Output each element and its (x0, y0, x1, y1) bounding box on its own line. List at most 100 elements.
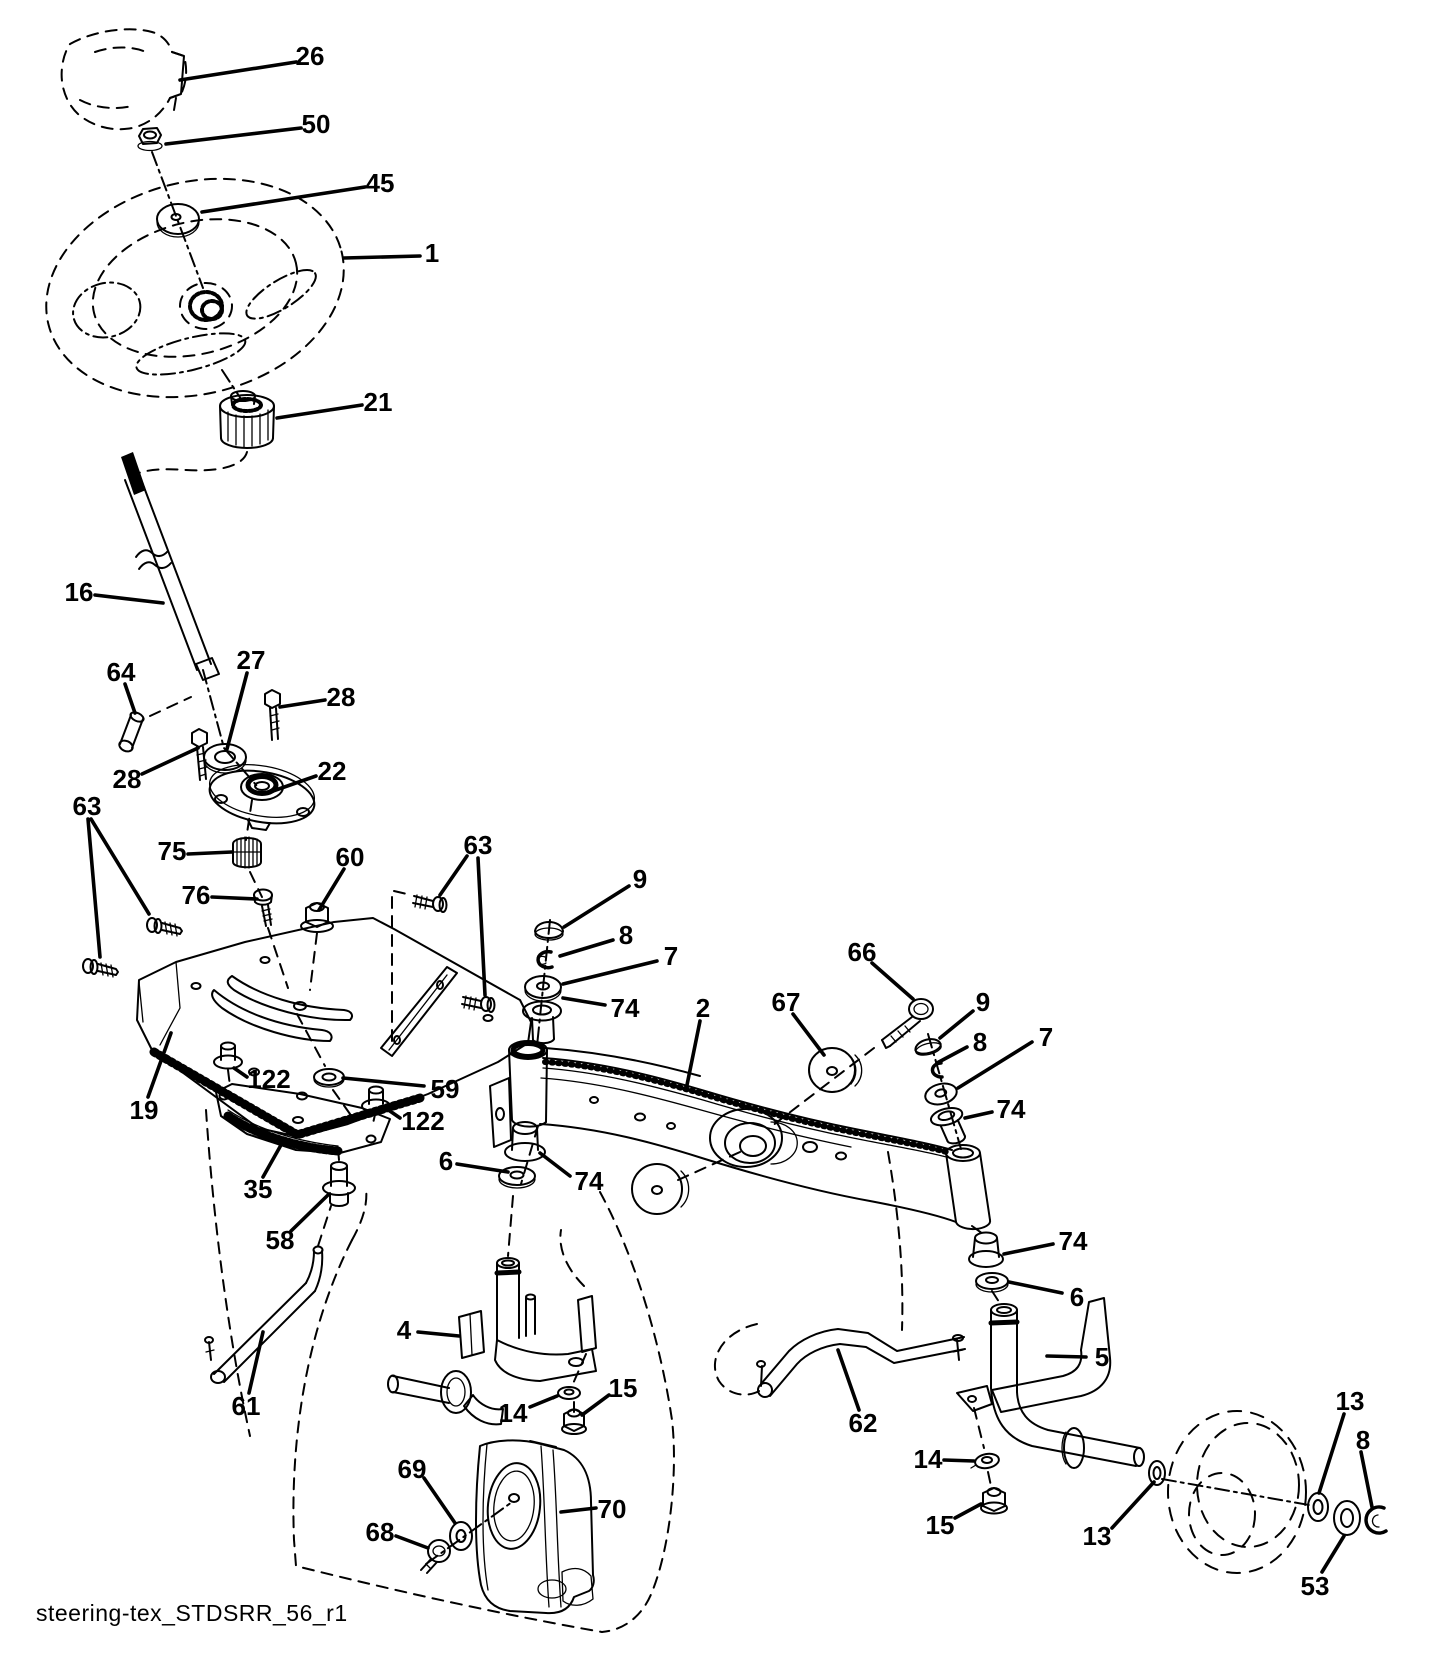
bolt-28-right-drawing (264, 689, 281, 741)
steering-gear-75-drawing (232, 836, 262, 869)
callout-label-2: 2 (696, 993, 710, 1023)
callout-label-4: 4 (397, 1315, 412, 1345)
leader-line-15 (580, 1393, 611, 1417)
leader-line-60 (317, 867, 346, 912)
leader-line-28 (278, 698, 327, 709)
leader-line-64 (123, 682, 137, 715)
callout-label-62: 62 (849, 1408, 878, 1438)
leader-line-28 (140, 746, 200, 776)
washer-14-right-drawing (970, 1452, 1000, 1470)
callout-label-15: 15 (609, 1373, 638, 1403)
callout-label-8: 8 (619, 920, 633, 950)
leader-line-14 (942, 1458, 976, 1463)
leader-line-74 (538, 1151, 572, 1178)
shoulder-bolt-58-drawing (322, 1161, 356, 1207)
dash-trim-drawing (60, 28, 188, 131)
bushing-74-right-lower-drawing (968, 1231, 1004, 1268)
callout-label-74: 74 (575, 1166, 604, 1196)
leader-line-61 (247, 1330, 265, 1395)
leader-line-19 (146, 1031, 173, 1099)
callout-label-7: 7 (664, 941, 678, 971)
callout-label-66: 66 (848, 937, 877, 967)
leader-line-63 (476, 856, 487, 997)
screw-63-b-drawing (82, 958, 119, 978)
leader-line-2 (685, 1019, 702, 1087)
leader-line-63 (89, 817, 151, 916)
steering-wheel-drawing (45, 177, 345, 399)
callout-label-9: 9 (633, 864, 647, 894)
callout-label-63: 63 (464, 830, 493, 860)
leader-line-4 (416, 1330, 461, 1338)
leader-line-16 (93, 593, 165, 605)
steering-shaft-drawing (121, 452, 220, 681)
leader-line-50 (164, 126, 303, 146)
callout-label-68: 68 (366, 1517, 395, 1547)
bolt-66-drawing (881, 998, 934, 1049)
leader-line-8 (558, 938, 615, 958)
callout-label-63: 63 (73, 791, 102, 821)
adapter-21-drawing (219, 390, 275, 449)
nut-15-right-drawing (980, 1487, 1008, 1515)
callout-label-59: 59 (431, 1074, 460, 1104)
screw-63-d-drawing (461, 995, 496, 1013)
leader-line-14 (528, 1394, 559, 1409)
leader-line-9 (562, 884, 631, 929)
callout-label-74: 74 (611, 993, 640, 1023)
drawing-id-text: steering-tex_STDSRR_56_r1 (36, 1600, 348, 1626)
leader-line-66 (870, 961, 915, 1001)
cap-9-right-drawing (914, 1038, 942, 1056)
callout-label-74: 74 (997, 1094, 1026, 1124)
washer-53-drawing (1333, 1500, 1361, 1536)
washer-67-upper-drawing (808, 1047, 863, 1093)
callout-label-13: 13 (1336, 1386, 1365, 1416)
callout-label-6: 6 (1070, 1282, 1084, 1312)
leader-line-26 (178, 60, 298, 82)
leader-line-68 (394, 1534, 430, 1550)
callout-label-14: 14 (914, 1444, 943, 1474)
callout-label-26: 26 (296, 41, 325, 71)
flange-bearing-22-drawing (208, 764, 316, 831)
callout-label-16: 16 (65, 577, 94, 607)
callout-label-14: 14 (499, 1398, 528, 1428)
screw-63-c-drawing (412, 894, 448, 913)
spindle-4-drawing (387, 1257, 597, 1426)
nut-50-drawing (137, 127, 163, 152)
callout-label-21: 21 (364, 387, 393, 417)
callout-label-53: 53 (1301, 1571, 1330, 1601)
leader-line-8 (1359, 1450, 1374, 1509)
leader-line-74 (963, 1110, 994, 1120)
leader-line-62 (836, 1348, 861, 1412)
callout-label-5: 5 (1095, 1342, 1109, 1372)
callout-label-76: 76 (182, 880, 211, 910)
pin-64-drawing (118, 711, 145, 753)
support-plate-19-drawing (136, 917, 532, 1139)
axle-2-drawing (489, 1040, 992, 1231)
callout-label-75: 75 (158, 836, 187, 866)
bolt-28-left-drawing (191, 728, 208, 781)
screw-63-a-drawing (146, 917, 183, 937)
leader-line-122 (385, 1107, 402, 1120)
leader-line-53 (1320, 1534, 1346, 1574)
callout-label-50: 50 (302, 109, 331, 139)
push-nut-122-left-drawing (213, 1041, 243, 1070)
leader-line-5 (1045, 1354, 1088, 1359)
leader-line-1 (342, 254, 422, 260)
callout-label-122: 122 (401, 1106, 444, 1136)
leader-line-122 (232, 1066, 249, 1079)
callout-label-6: 6 (439, 1146, 453, 1176)
callout-label-67: 67 (772, 987, 801, 1017)
leader-line-15 (953, 1502, 983, 1520)
callout-label-74: 74 (1059, 1226, 1088, 1256)
leader-line-6 (1007, 1280, 1064, 1295)
clip-8-wheel-drawing (1364, 1505, 1388, 1535)
leader-line-76 (210, 895, 259, 901)
leader-line-58 (289, 1193, 330, 1233)
washer-6-right-drawing (975, 1272, 1009, 1293)
washer-59-drawing (313, 1068, 345, 1088)
leader-line-45 (200, 185, 367, 214)
leader-line-9 (938, 1009, 975, 1040)
callout-label-27: 27 (237, 645, 266, 675)
